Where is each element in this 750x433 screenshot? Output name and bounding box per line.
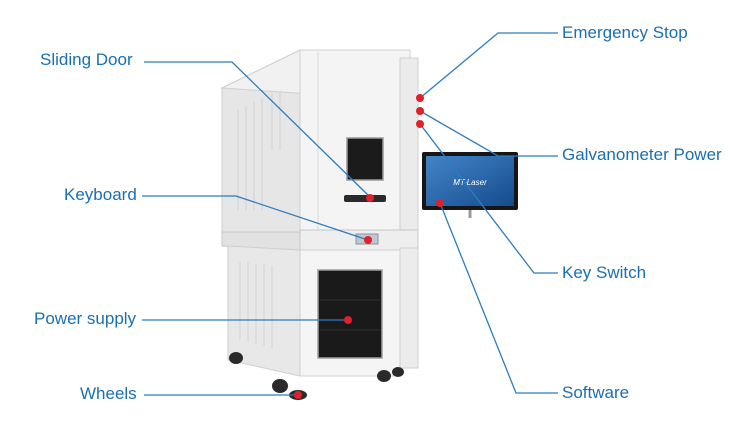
dot-galvanometer-power [416,107,424,115]
leader-software [439,202,558,394]
leader-emergency-stop [419,32,558,99]
dot-power-supply [344,316,352,324]
wheels-group [229,352,404,393]
door-window [346,137,384,181]
marker-dots [294,94,444,399]
dot-wheels [294,391,302,399]
label-emergency-stop: Emergency Stop [562,23,688,42]
label-wheels: Wheels [80,384,137,403]
dot-sliding-door [366,194,374,202]
leader-galvanometer-power [419,110,558,157]
wheel [229,352,243,364]
leader-keyboard [142,195,369,241]
control-column [399,57,419,233]
dot-emergency-stop [416,94,424,102]
dot-key-switch [416,120,424,128]
upper-side-vents [237,90,281,210]
dot-keyboard [364,236,372,244]
label-keyboard: Keyboard [64,185,137,204]
dot-software [436,199,444,207]
monitor: MT-Laser [422,152,518,218]
label-key-switch: Key Switch [562,263,647,282]
wheel [272,379,288,393]
power-supply-window [317,269,383,359]
label-galvanometer-power: Galvanometer Power [562,145,722,164]
leader-sliding-door [144,61,371,198]
wheel [392,367,404,377]
leader-lines [142,32,558,396]
lower-right-panel [399,247,419,369]
label-software: Software [562,383,630,402]
monitor-brand: MT-Laser [453,178,487,187]
lower-side-vents [239,262,273,348]
machine [220,49,419,400]
wheel [377,370,391,382]
leader-key-switch [419,123,558,274]
label-power-supply: Power supply [34,309,137,328]
monitor-glow [426,156,514,206]
label-sliding-door: Sliding Door [40,50,133,69]
door-handle [344,195,386,202]
